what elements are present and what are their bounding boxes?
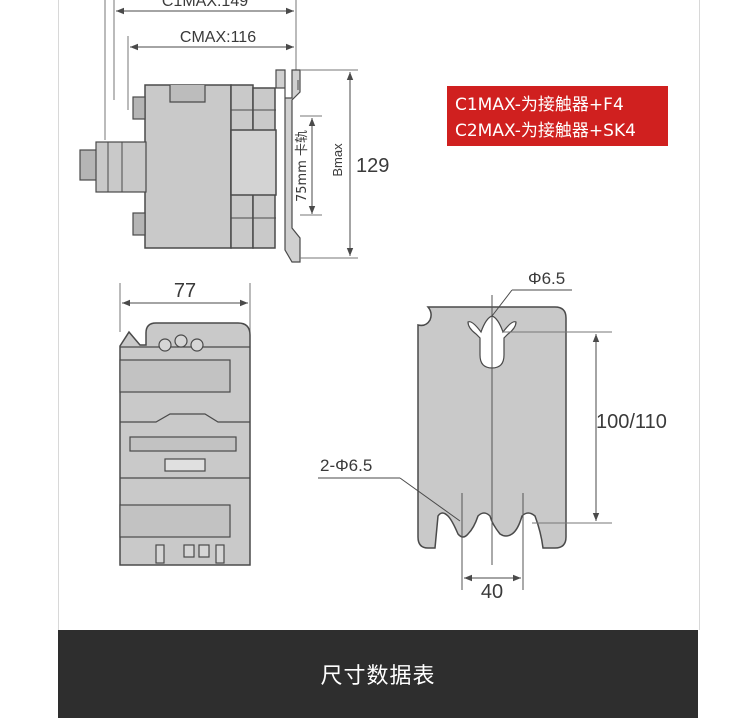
front-view: 77 bbox=[119, 280, 251, 566]
footer-banner: 尺寸数据表 bbox=[58, 630, 698, 718]
width-77-label: 77 bbox=[174, 280, 196, 302]
footer-title: 尺寸数据表 bbox=[320, 664, 436, 689]
dimension-diagram: C1MAX:149 CMAX:116 75mm 卡轨 Bmax bbox=[79, 0, 668, 603]
side-view: C1MAX:149 CMAX:116 75mm 卡轨 Bmax bbox=[79, 0, 389, 263]
holes-diameter-label: 2-Φ6.5 bbox=[320, 456, 372, 475]
height-100-110-label: 100/110 bbox=[596, 411, 667, 433]
c1max-label: C1MAX:149 bbox=[162, 0, 248, 10]
mounting-plate-view: Φ6.5 100/110 2-Φ6.5 40 bbox=[318, 269, 667, 603]
bmax-label: Bmax bbox=[330, 143, 345, 177]
note-box: C1MAX-为接触器+F4 C2MAX-为接触器+SK4 bbox=[447, 86, 668, 146]
hole-diameter-label: Φ6.5 bbox=[528, 269, 565, 288]
height-129-label: 129 bbox=[356, 155, 389, 177]
note-line-1: C1MAX-为接触器+F4 bbox=[455, 95, 624, 115]
spacing-40-label: 40 bbox=[481, 581, 503, 603]
note-line-2: C2MAX-为接触器+SK4 bbox=[455, 121, 636, 141]
cmax-label: CMAX:116 bbox=[180, 29, 256, 46]
rail-label: 75mm 卡轨 bbox=[295, 130, 310, 202]
